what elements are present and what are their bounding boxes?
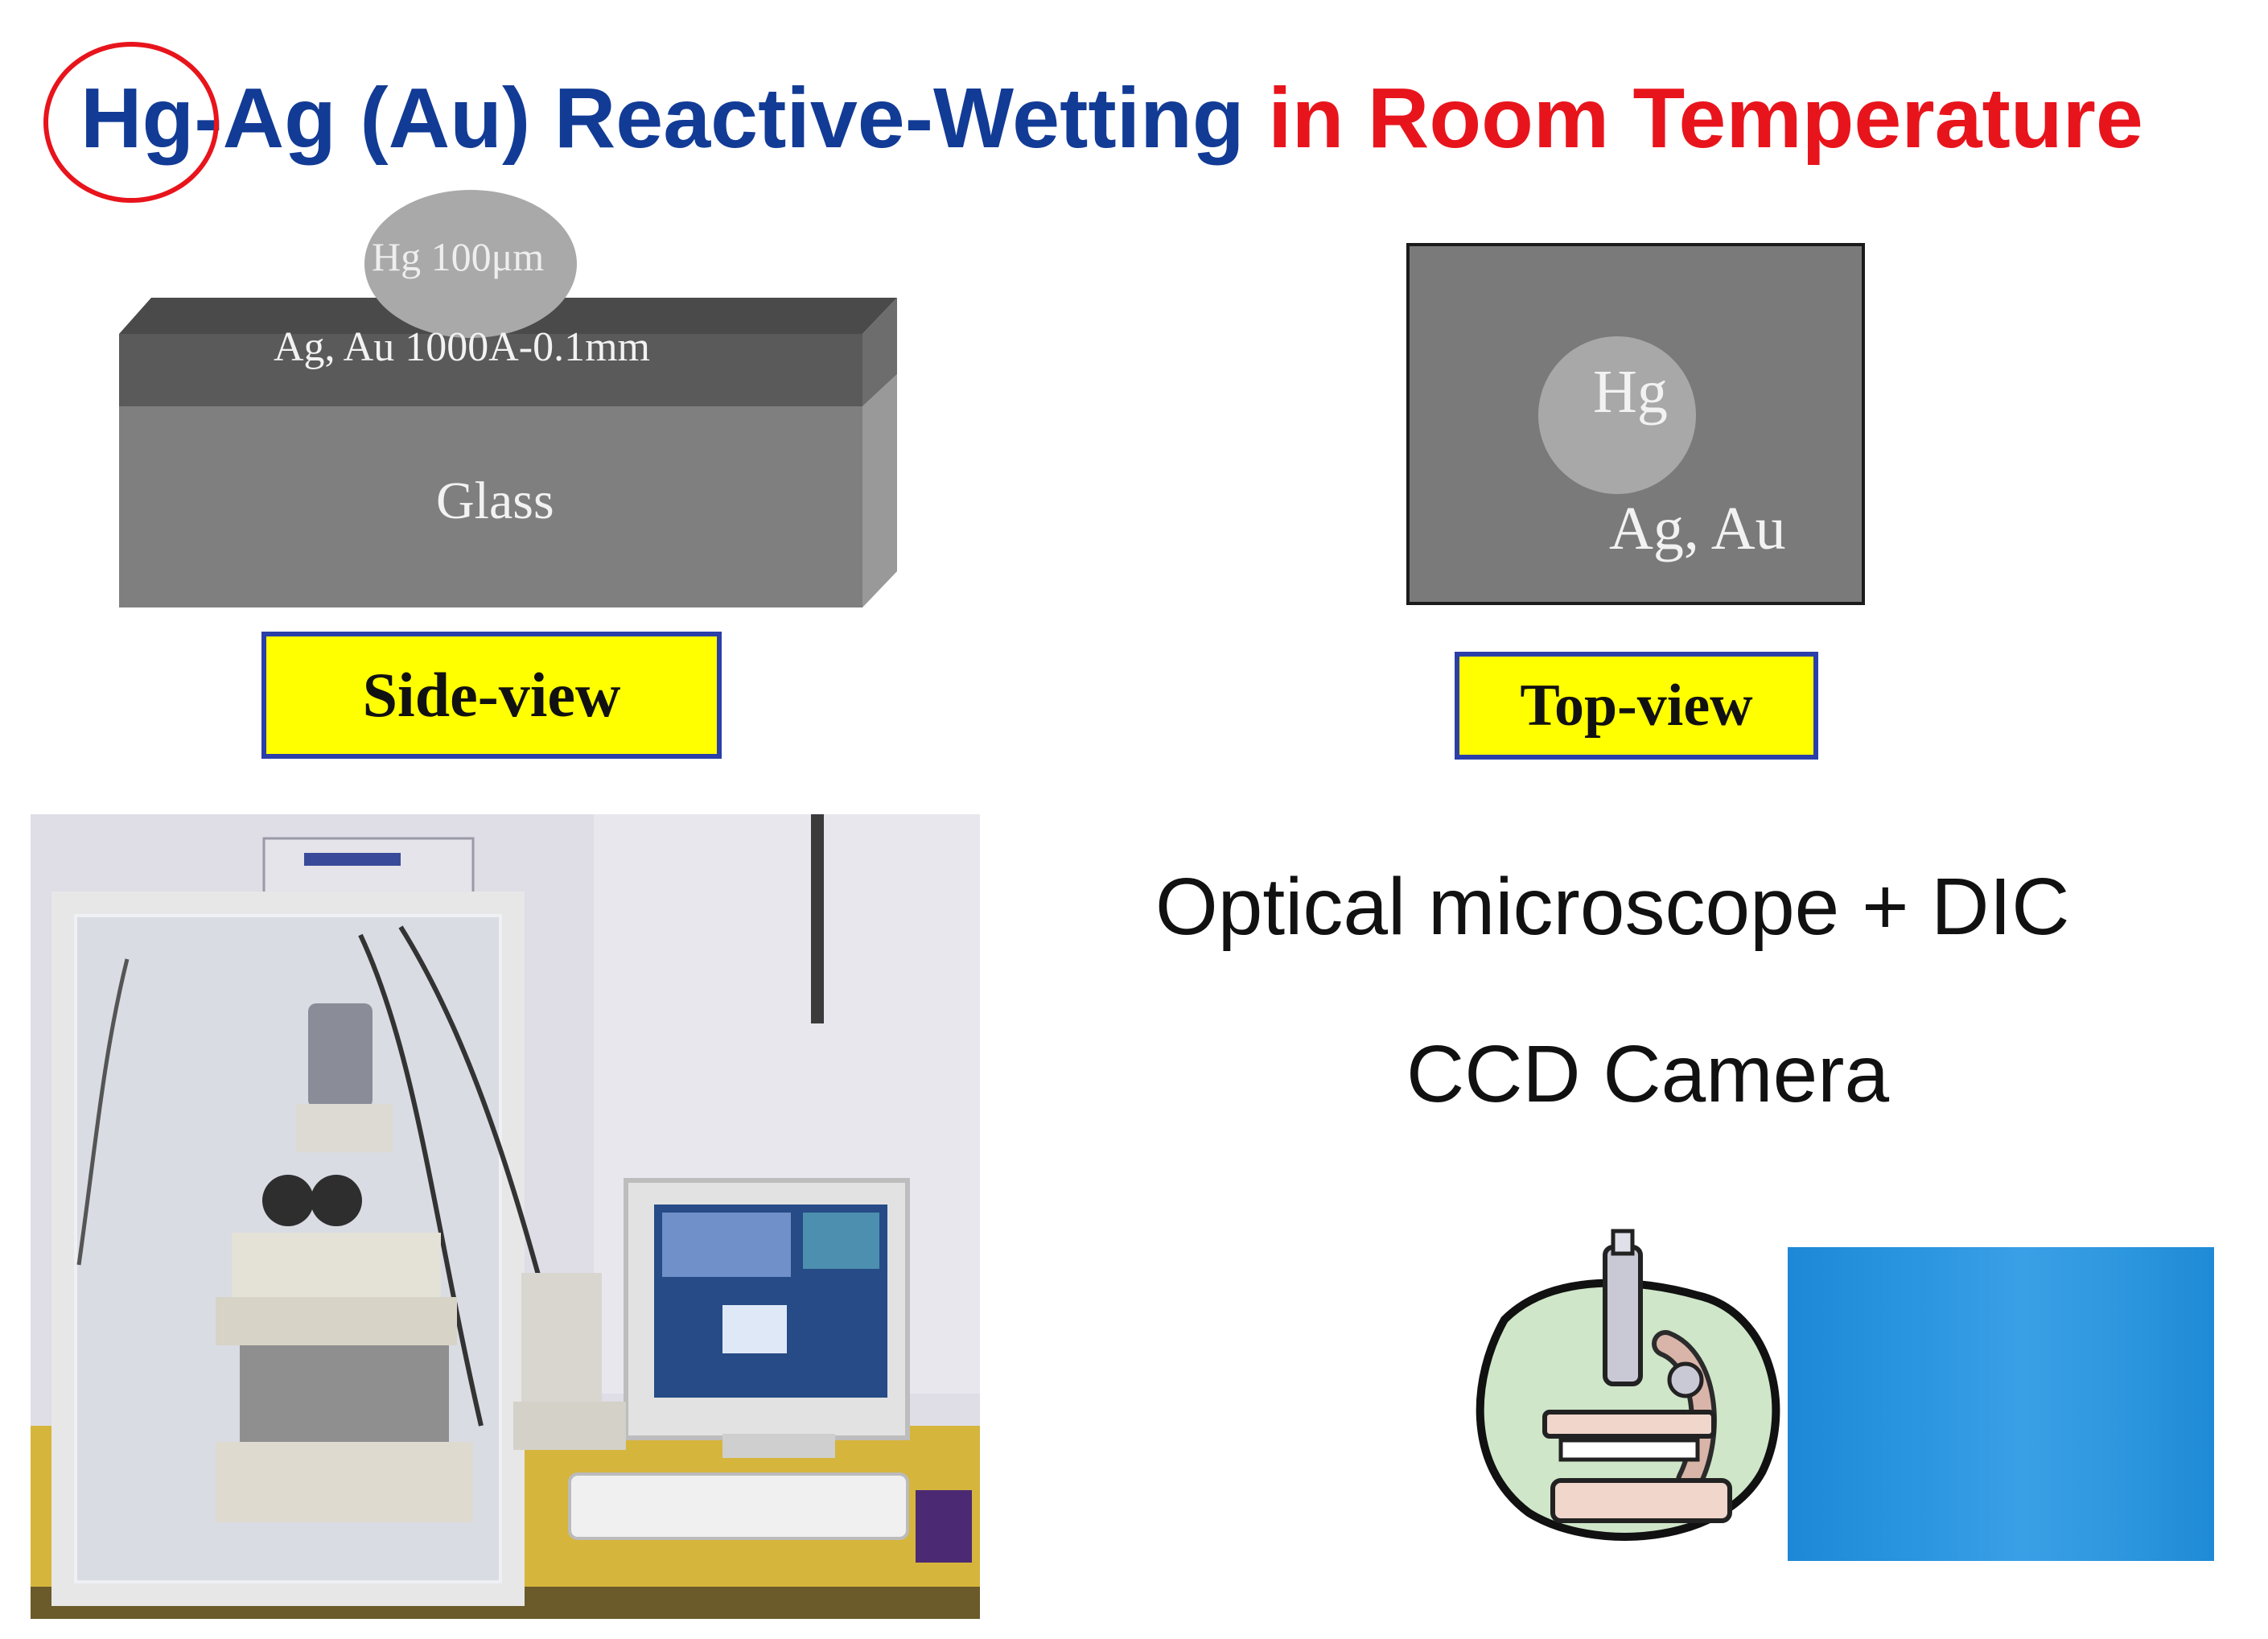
film-front-face [119, 334, 862, 406]
ccd-image [1788, 1247, 2214, 1561]
equipment-line-1: Optical microscope + DIC [1155, 862, 2070, 952]
film-side-face [862, 298, 897, 406]
top-film-label: Ag, Au [1609, 495, 1786, 562]
equipment-line-2: CCD Camera [1406, 1029, 1890, 1119]
top-view-caption: Top-view [1455, 652, 1818, 760]
film-thickness-label: Ag, Au 1000A-0.1mm [274, 324, 650, 370]
microscope-icon [1456, 1223, 1794, 1553]
slide-title: Hg-Ag (Au) Reactive-Wetting in Room Temp… [80, 58, 2143, 179]
lab-setup-photo [31, 814, 980, 1619]
side-view-caption: Side-view [261, 632, 722, 759]
side-view-drawing [119, 190, 897, 607]
glass-side-face [862, 374, 897, 607]
top-hg-label: Hg [1593, 358, 1668, 426]
highlight-circle [43, 42, 219, 203]
title-red-part: in Room Temperature [1268, 71, 2143, 166]
hg-droplet [364, 190, 577, 338]
side-view-diagram: Hg 100μm Ag, Au 1000A-0.1mm Glass [113, 185, 917, 620]
hg-size-label: Hg 100μm [372, 234, 545, 279]
glass-label: Glass [436, 472, 554, 530]
top-view-diagram: Hg Ag, Au [1406, 243, 1865, 605]
hg-spot [1538, 336, 1696, 494]
lab-setup-illustration [31, 814, 980, 1619]
title-blue-part: Hg-Ag (Au) Reactive-Wetting [80, 71, 1245, 166]
glass-front-face [119, 406, 862, 607]
